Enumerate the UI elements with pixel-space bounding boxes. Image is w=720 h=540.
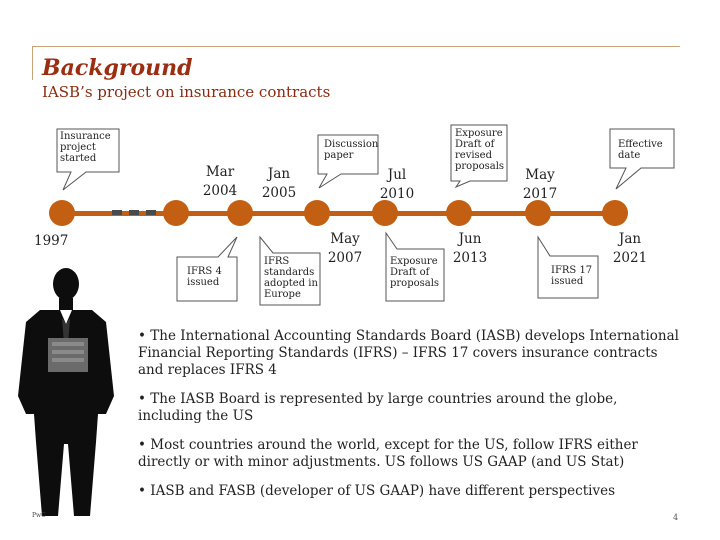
bullet-marker: • xyxy=(138,391,146,407)
timeline-dot-2005 xyxy=(227,200,253,226)
header-rule xyxy=(32,46,680,47)
date-jun-2013: Jun 2013 xyxy=(452,231,488,266)
page-number: 4 xyxy=(673,513,679,522)
date-jul-2010: Jul 2010 xyxy=(379,167,415,202)
timeline-dot-1997 xyxy=(49,200,75,226)
callout-discussion-paper: Discussion paper xyxy=(317,134,379,189)
bullet-item: • The IASB Board is represented by large… xyxy=(138,391,618,424)
timeline-dot-2021 xyxy=(602,200,628,226)
year-label-1997: 1997 xyxy=(34,233,69,249)
timeline-dot-2017 xyxy=(525,200,551,226)
businessman-silhouette-icon xyxy=(10,266,122,520)
timeline-dot-2010 xyxy=(372,200,398,226)
date-may-2007: May 2007 xyxy=(327,231,363,266)
callout-ifrs17-issued: IFRS 17 issued xyxy=(537,235,599,299)
footer-brand: PwC xyxy=(32,512,46,519)
date-jan-2021: Jan 2021 xyxy=(612,231,648,266)
timeline-gap xyxy=(112,210,156,215)
date-mar-2004: Mar 2004 xyxy=(202,164,238,199)
slide-subtitle: IASB’s project on insurance contracts xyxy=(42,83,331,101)
bullet-marker: • xyxy=(138,483,146,499)
callout-project-started: Insurance project started xyxy=(56,128,120,191)
header-rule-left xyxy=(32,46,33,80)
bullet-item: • IASB and FASB (developer of US GAAP) h… xyxy=(138,483,616,499)
bullet-item: • The International Accounting Standards… xyxy=(138,328,679,378)
callout-exposure-draft-proposals: Exposure Draft of proposals xyxy=(385,231,445,302)
timeline-dot-2013 xyxy=(446,200,472,226)
callout-exposure-draft-revised: Exposure Draft of revised proposals xyxy=(450,124,508,189)
timeline-bar xyxy=(62,211,617,216)
date-jan-2005: Jan 2005 xyxy=(261,166,297,201)
date-may-2017: May 2017 xyxy=(522,167,558,202)
bullet-marker: • xyxy=(138,437,146,453)
bullet-item: • Most countries around the world, excep… xyxy=(138,437,638,470)
timeline-dot-2004 xyxy=(163,200,189,226)
bullet-list: • The International Accounting Standards… xyxy=(138,328,683,512)
bullet-marker: • xyxy=(138,328,146,344)
callout-effective-date: Effective date xyxy=(609,128,675,190)
slide-title: Background xyxy=(42,55,193,81)
callout-ifrs-adopted-europe: IFRS standards adopted in Europe xyxy=(259,235,321,306)
timeline-dot-2007 xyxy=(304,200,330,226)
callout-ifrs4-issued: IFRS 4 issued xyxy=(176,236,238,302)
